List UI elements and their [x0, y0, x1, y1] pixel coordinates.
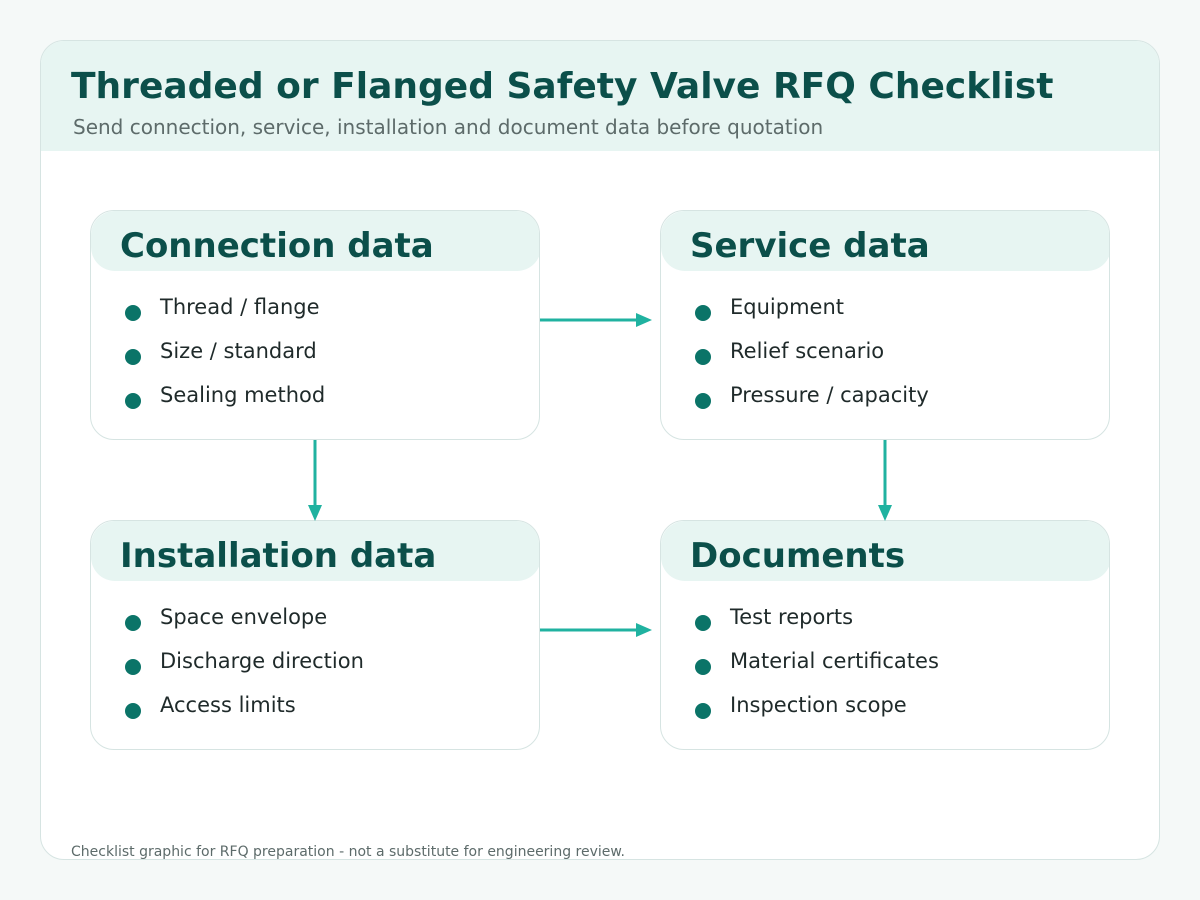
card-connection-data: Connection data Thread / flange Size / s…: [90, 210, 540, 440]
card-header: Connection data: [91, 211, 539, 271]
bullet-icon: [695, 615, 711, 631]
item-label: Discharge direction: [160, 649, 364, 673]
bullet-icon: [695, 703, 711, 719]
card-title: Documents: [690, 536, 906, 576]
bullet-icon: [695, 393, 711, 409]
arrow-service-to-documents: [878, 440, 892, 521]
item-label: Space envelope: [160, 605, 328, 629]
item-label: Size / standard: [160, 339, 317, 363]
item-label: Inspection scope: [730, 693, 907, 717]
arrow-connection-to-installation: [308, 440, 322, 521]
arrow-installation-to-documents: [540, 623, 652, 637]
bullet-icon: [125, 349, 141, 365]
item-label: Pressure / capacity: [730, 383, 929, 407]
card-header: Documents: [661, 521, 1109, 581]
bullet-icon: [125, 703, 141, 719]
bullet-icon: [695, 659, 711, 675]
bullet-icon: [125, 393, 141, 409]
page-subtitle: Send connection, service, installation a…: [73, 115, 824, 139]
card-service-data: Service data Equipment Relief scenario P…: [660, 210, 1110, 440]
card-installation-data: Installation data Space envelope Dischar…: [90, 520, 540, 750]
item-label: Sealing method: [160, 383, 326, 407]
card-title: Service data: [690, 226, 930, 266]
bullet-icon: [695, 349, 711, 365]
card-title: Connection data: [120, 226, 434, 266]
card-header: Installation data: [91, 521, 539, 581]
item-label: Equipment: [730, 295, 844, 319]
item-label: Relief scenario: [730, 339, 885, 363]
item-label: Access limits: [160, 693, 296, 717]
bullet-icon: [695, 305, 711, 321]
item-label: Test reports: [730, 605, 854, 629]
item-label: Thread / flange: [160, 295, 320, 319]
card-documents: Documents Test reports Material certific…: [660, 520, 1110, 750]
item-label: Material certificates: [730, 649, 939, 673]
footnote: Checklist graphic for RFQ preparation - …: [71, 844, 625, 860]
bullet-icon: [125, 305, 141, 321]
page-title: Threaded or Flanged Safety Valve RFQ Che…: [71, 66, 1054, 107]
arrow-connection-to-service: [540, 313, 652, 327]
bullet-icon: [125, 615, 141, 631]
card-title: Installation data: [120, 536, 437, 576]
header-band: Threaded or Flanged Safety Valve RFQ Che…: [41, 41, 1159, 151]
card-header: Service data: [661, 211, 1109, 271]
bullet-icon: [125, 659, 141, 675]
